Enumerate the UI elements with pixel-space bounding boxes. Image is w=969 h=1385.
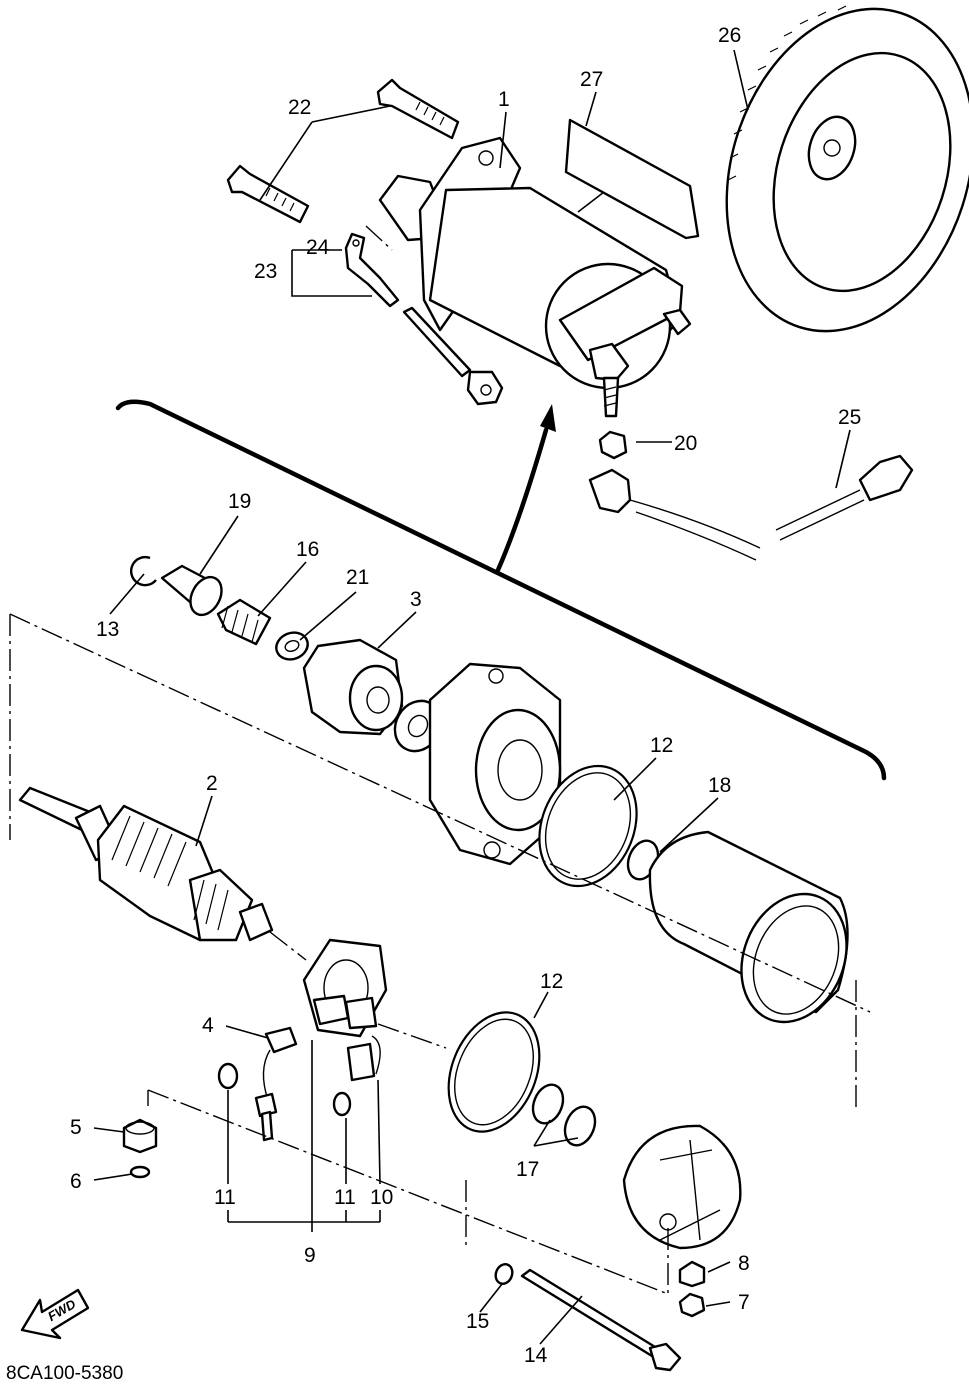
- phantom-motor-gap: [365, 225, 393, 251]
- part-22-bolt-lower: [226, 164, 310, 224]
- callout-1: 1: [498, 88, 510, 111]
- part-yoke: [648, 830, 849, 1024]
- callout-20: 20: [674, 432, 697, 455]
- part-7-nut: [678, 1292, 706, 1318]
- callout-12-upper: 12: [650, 734, 673, 757]
- part-11-clip-right: [332, 1091, 352, 1117]
- callout-23: 23: [254, 260, 277, 283]
- part-24-terminal-lead: [344, 232, 400, 308]
- callout-11-right: 11: [334, 1186, 356, 1209]
- callout-5: 5: [70, 1116, 82, 1139]
- callout-9: 9: [304, 1244, 316, 1267]
- callout-27: 27: [580, 68, 603, 91]
- part-12-o-ring-lower: [447, 1011, 541, 1133]
- part-22-bolt-upper: [376, 78, 460, 140]
- callout-15: 15: [466, 1310, 489, 1333]
- callout-3: 3: [410, 588, 422, 611]
- callout-14: 14: [524, 1344, 548, 1367]
- phantom-armature-shaft: [269, 931, 307, 961]
- callout-24: 24: [306, 236, 330, 259]
- part-13-circlip: [129, 555, 157, 587]
- part-5-grommet: [122, 1118, 158, 1154]
- group-bracket-line: [115, 399, 887, 781]
- part-3-pinion-clutch: [302, 638, 404, 736]
- phantom-lead: [377, 1023, 447, 1049]
- part-8-grommet: [678, 1260, 706, 1288]
- part-27-gasket: [564, 118, 700, 240]
- callout-10: 10: [370, 1186, 393, 1209]
- part-1-starter-motor: [378, 136, 692, 418]
- part-19-collar: [160, 564, 223, 617]
- callout-13: 13: [96, 618, 119, 641]
- part-26-flywheel: [725, 5, 969, 333]
- callout-8: 8: [738, 1252, 750, 1275]
- callout-18: 18: [708, 774, 731, 797]
- part-16-spring: [216, 598, 272, 646]
- callout-labels: 1 2 3 4 5 6 7 8 9 10 11 11 12 12 13 14 1…: [70, 24, 861, 1367]
- part-rear-cover: [622, 1124, 742, 1250]
- part-17-washer-a: [531, 1083, 565, 1125]
- leader-lines: [93, 49, 851, 1345]
- part-17-washer-b: [563, 1105, 597, 1147]
- callout-11-left: 11: [214, 1186, 236, 1209]
- axis-line-lower: [147, 1089, 669, 1295]
- group-bracket-arrowhead: [540, 404, 556, 432]
- callout-2: 2: [206, 772, 218, 795]
- callout-16: 16: [296, 538, 319, 561]
- part-9-brush-holder: [302, 938, 388, 1038]
- part-20-nut: [598, 430, 628, 460]
- part-10-brush: [346, 1035, 381, 1082]
- fwd-direction-arrow: FWD: [20, 1288, 90, 1340]
- part-4-brush: [262, 1026, 298, 1101]
- part-6-washer: [129, 1165, 151, 1179]
- part-11-clip-left: [217, 1062, 239, 1090]
- part-25-starter-cable: [588, 454, 914, 561]
- callout-12-lower: 12: [540, 970, 563, 993]
- callout-4: 4: [202, 1014, 214, 1037]
- diagram-code: 8CA100-5380: [6, 1363, 123, 1384]
- part-12-o-ring-upper: [538, 764, 638, 888]
- callout-21: 21: [346, 566, 369, 589]
- part-21-washer: [275, 631, 309, 661]
- callout-26: 26: [718, 24, 741, 47]
- callout-17: 17: [516, 1158, 539, 1181]
- part-23-ground-lead: [402, 306, 504, 406]
- callout-7: 7: [738, 1291, 750, 1314]
- axis-line-upper: [9, 613, 871, 1013]
- callout-6: 6: [70, 1170, 82, 1193]
- part-2-armature: [18, 786, 274, 942]
- callout-19: 19: [228, 490, 251, 513]
- part-front-cover: [428, 662, 562, 866]
- part-14-through-bolt: [520, 1268, 682, 1372]
- callout-25: 25: [838, 406, 861, 429]
- group-bracket-arrow-shaft: [495, 427, 549, 573]
- part-15-o-ring: [494, 1263, 514, 1285]
- callout-22: 22: [288, 96, 311, 119]
